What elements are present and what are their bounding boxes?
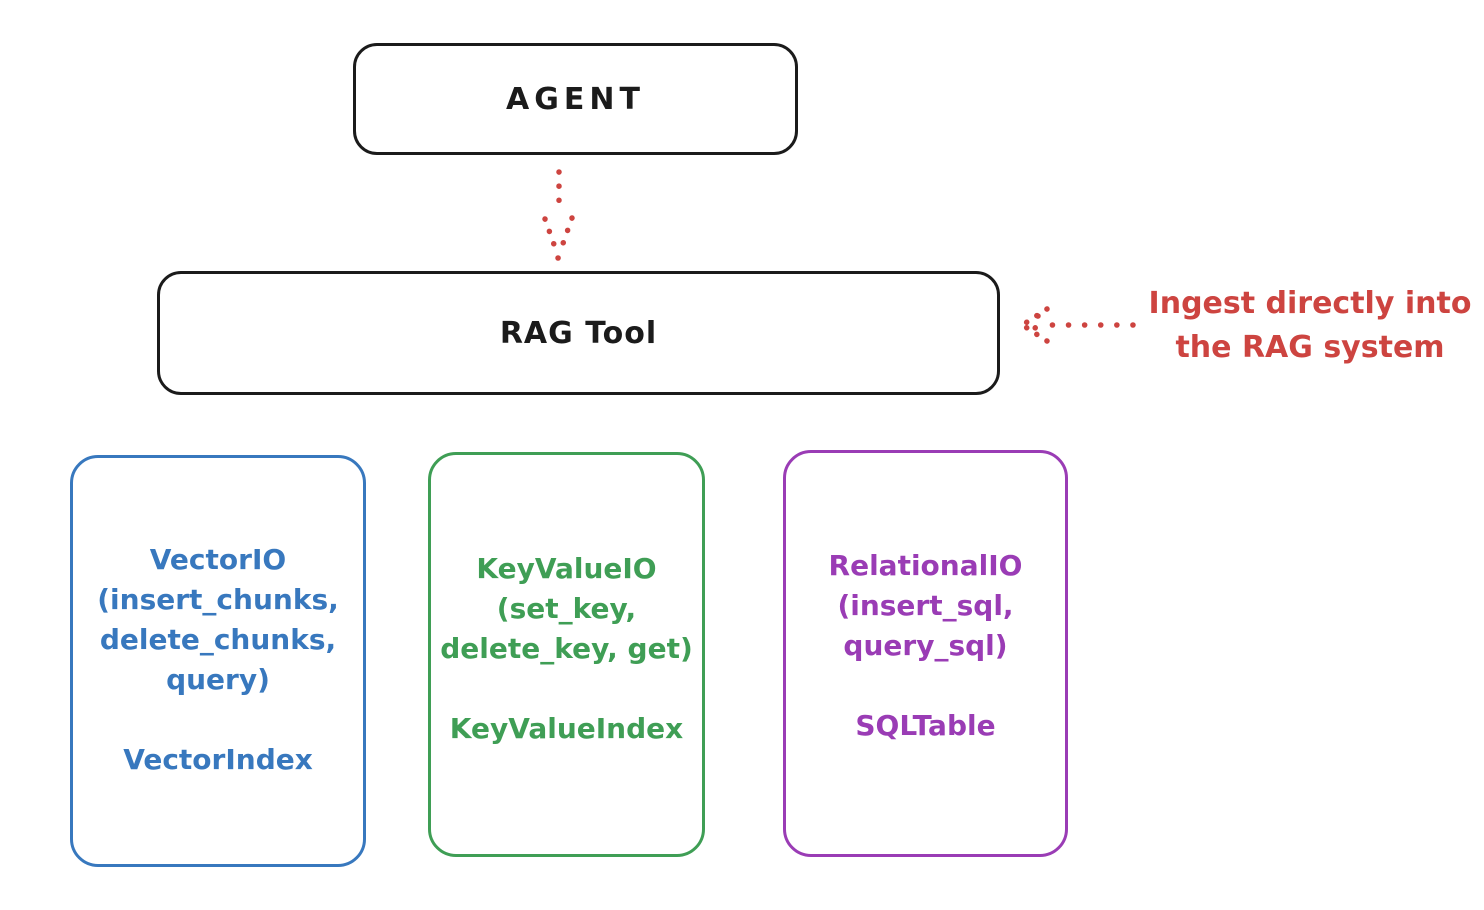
vector-io-line: (insert_chunks,: [97, 583, 339, 616]
ingest-annotation-line1: Ingest directly into: [1148, 286, 1472, 321]
vector-io-body: VectorIO (insert_chunks, delete_chunks, …: [73, 540, 363, 780]
vector-io-line: VectorIO: [149, 543, 287, 576]
agent-label: AGENT: [506, 81, 645, 117]
ingest-annotation: Ingest directly into the RAG system: [1138, 282, 1482, 370]
rag-tool-label: RAG Tool: [499, 315, 658, 351]
rag-tool-node: RAG Tool: [157, 271, 1000, 395]
vector-index-label: VectorIndex: [123, 743, 313, 776]
agent-node: AGENT: [353, 43, 798, 155]
vector-io-line: query): [166, 663, 270, 696]
key-value-io-node: KeyValueIO (set_key, delete_key, get) Ke…: [428, 452, 705, 857]
vector-io-line: delete_chunks,: [99, 623, 337, 656]
key-value-io-line: delete_key, get): [440, 632, 693, 665]
key-value-io-line: KeyValueIO: [476, 552, 657, 585]
agent-to-rag-tool-arrow: [542, 169, 575, 261]
sql-table-label: SQLTable: [855, 709, 996, 742]
ingest-annotation-arrow: [1021, 306, 1136, 344]
relational-io-line: query_sql): [843, 629, 1008, 662]
relational-io-line: (insert_sql,: [837, 589, 1014, 622]
key-value-index-label: KeyValueIndex: [449, 712, 684, 745]
ingest-annotation-line2: the RAG system: [1175, 330, 1445, 365]
key-value-io-line: (set_key,: [496, 592, 637, 625]
vector-io-node: VectorIO (insert_chunks, delete_chunks, …: [70, 455, 366, 867]
relational-io-body: RelationalIO (insert_sql, query_sql) SQL…: [786, 546, 1065, 746]
relational-io-node: RelationalIO (insert_sql, query_sql) SQL…: [783, 450, 1068, 857]
relational-io-line: RelationalIO: [828, 549, 1023, 582]
key-value-io-body: KeyValueIO (set_key, delete_key, get) Ke…: [431, 549, 702, 749]
